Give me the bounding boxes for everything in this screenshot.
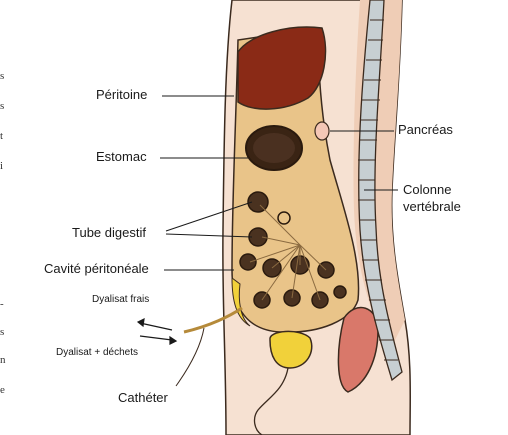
edge-text: t [0, 130, 3, 142]
catheter-line [176, 328, 204, 386]
label-peritoine: Péritoine [96, 87, 147, 102]
edge-text: s [0, 326, 4, 338]
bladder [270, 331, 312, 368]
stomach-inner [253, 133, 295, 163]
label-dyalisat-frais: Dyalisat frais [92, 294, 149, 305]
label-estomac: Estomac [96, 149, 147, 164]
edge-text: e [0, 384, 5, 396]
label-pancreas: Pancréas [398, 122, 453, 137]
label-catheter: Cathéter [118, 390, 168, 405]
pancreas [315, 122, 329, 140]
edge-text: s [0, 70, 4, 82]
label-cavite-peritoneale: Cavité péritonéale [44, 261, 149, 276]
label-tube-digestif: Tube digestif [72, 225, 146, 240]
label-colonne: Colonne [403, 182, 451, 197]
edge-text: s [0, 100, 4, 112]
edge-text: i [0, 160, 3, 172]
flow-arrows [138, 319, 176, 344]
edge-text: n [0, 354, 6, 366]
label-vertebrale: vertébrale [403, 199, 461, 214]
label-dyalisat-dechets: Dyalisat + déchets [56, 347, 138, 358]
edge-text: - [0, 298, 4, 310]
